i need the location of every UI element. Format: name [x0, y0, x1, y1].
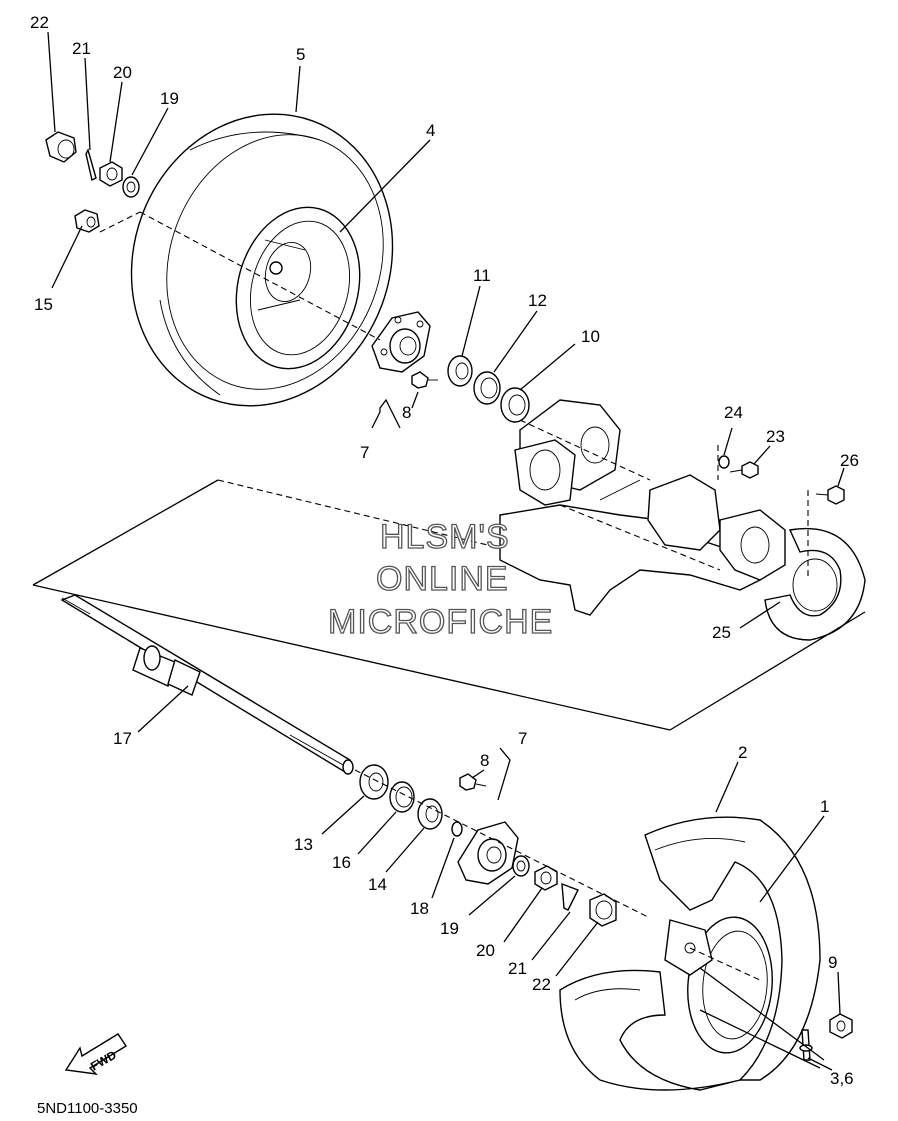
callout-19-upper: 19 [160, 89, 179, 108]
callout-18: 18 [410, 899, 429, 918]
hub-upper [371, 311, 431, 373]
rear-axle [60, 594, 354, 775]
callout-20-lower: 20 [476, 941, 495, 960]
wheel-lower [664, 916, 773, 1054]
callout-21-lower: 21 [508, 959, 527, 978]
callout-20-upper: 20 [113, 63, 132, 82]
bolt-26 [815, 485, 845, 505]
callout-10: 10 [581, 327, 600, 346]
valve-stem [799, 1029, 813, 1061]
watermark-line-2: ONLINE [376, 560, 509, 598]
fwd-arrow-icon: FWD [64, 1033, 127, 1075]
callout-7-lower: 7 [518, 729, 527, 748]
oil-seal-upper [447, 355, 473, 387]
callout-21-upper: 21 [72, 39, 91, 58]
frame-line [32, 479, 219, 586]
wheel-nut-9 [829, 1013, 853, 1039]
callout-14: 14 [368, 875, 387, 894]
callout-17: 17 [113, 729, 132, 748]
callout-22-lower: 22 [532, 975, 551, 994]
bolt-upper [411, 371, 438, 389]
axle-nut-upper [99, 161, 123, 187]
watermark-line-3: MICROFICHE [328, 603, 553, 641]
axle-housing [499, 399, 786, 616]
axis-line [354, 769, 651, 919]
axle-nut-cap-upper [45, 131, 77, 163]
document-number: 5ND1100-3350 [37, 1100, 138, 1117]
hub-lower [457, 821, 519, 885]
callout-numbers: 22 21 20 19 5 4 15 11 12 10 8 7 24 23 26… [30, 13, 859, 1088]
bearing-upper [500, 387, 530, 423]
frame-line [669, 611, 866, 731]
callout-9: 9 [828, 953, 837, 972]
callout-23: 23 [766, 427, 785, 446]
callout-8-upper: 8 [402, 403, 411, 422]
axis-line [519, 419, 651, 481]
o-ring-lower [451, 821, 463, 837]
callout-5: 5 [296, 45, 305, 64]
axis-line [99, 211, 141, 233]
bearing-lower [359, 764, 389, 800]
leader-lines [47, 31, 845, 1071]
axis-line [689, 947, 761, 981]
callout-26: 26 [840, 451, 859, 470]
callout-3-6: 3,6 [830, 1069, 854, 1088]
circlip-lower [389, 781, 415, 813]
callout-1: 1 [820, 797, 829, 816]
axle-nut-cap-lower [589, 893, 617, 927]
bolt-23 [729, 461, 759, 479]
wheel-upper [235, 206, 361, 370]
callout-13: 13 [294, 835, 313, 854]
disc-guard [764, 527, 866, 641]
cotter-pin-lower [561, 882, 579, 911]
washer-upper [122, 176, 140, 198]
callout-2: 2 [738, 743, 747, 762]
callout-24: 24 [724, 403, 743, 422]
circlip-upper [473, 371, 501, 405]
tire-lower [559, 816, 821, 1091]
callout-19-lower: 19 [440, 919, 459, 938]
axis-line [139, 211, 381, 341]
wheel-nut-upper [74, 209, 100, 233]
callout-7-upper: 7 [360, 443, 369, 462]
callout-8-lower: 8 [480, 751, 489, 770]
callout-16: 16 [332, 853, 351, 872]
washer-24 [718, 455, 730, 469]
callout-11: 11 [473, 266, 491, 285]
frame-line [32, 584, 671, 731]
callout-22-upper: 22 [30, 13, 49, 32]
frame-line [217, 479, 501, 549]
callout-15: 15 [34, 295, 53, 314]
cotter-pin-upper [85, 148, 97, 182]
watermark-line-1: HLSM'S [380, 518, 510, 556]
washer-lower [512, 855, 530, 877]
oil-seal-lower [417, 798, 443, 830]
callout-12: 12 [528, 291, 547, 310]
callout-25: 25 [712, 623, 731, 642]
bolt-lower [459, 773, 487, 791]
watermark: HLSM'S ONLINE MICROFICHE [327, 517, 553, 641]
callout-4: 4 [426, 121, 435, 140]
